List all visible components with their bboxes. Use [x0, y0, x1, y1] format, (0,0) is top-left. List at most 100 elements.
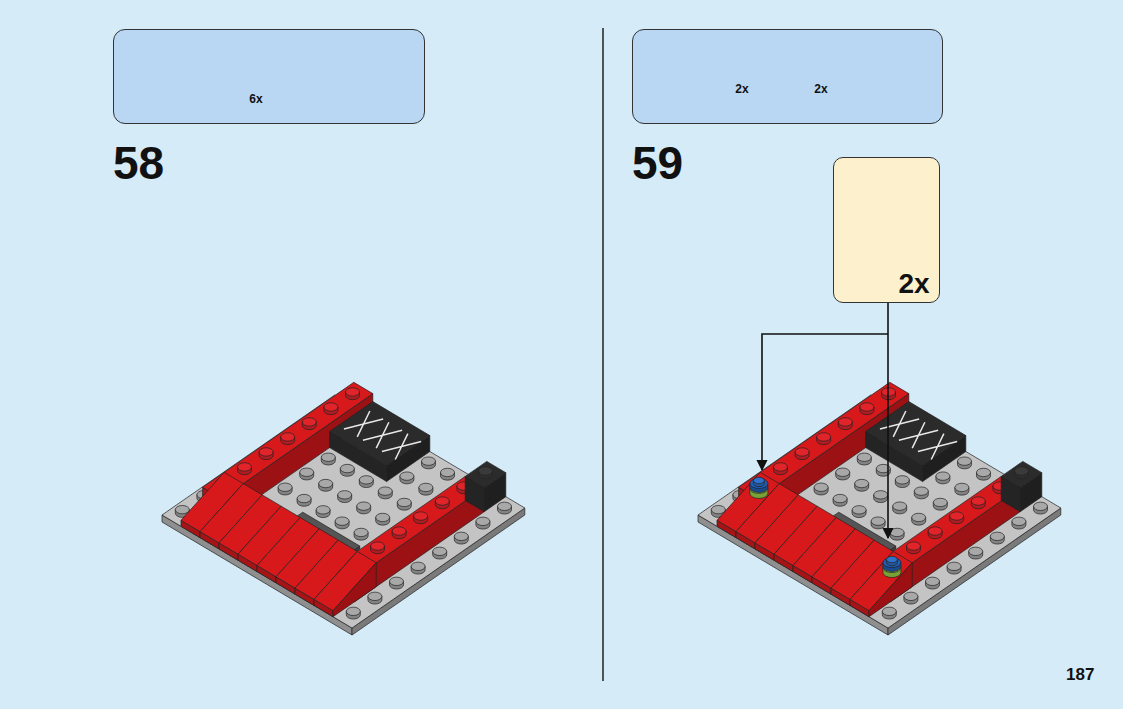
stud [479, 467, 493, 475]
stud [711, 505, 725, 513]
base-plate [698, 395, 1061, 628]
stud [855, 479, 869, 487]
stud [498, 502, 512, 510]
stud [885, 557, 899, 565]
round-plate [753, 477, 764, 483]
stud [422, 457, 436, 465]
stud [857, 453, 871, 461]
grille-detail [918, 434, 957, 460]
base-plate [162, 395, 525, 628]
stud [990, 532, 1004, 540]
grille-detail [880, 411, 919, 437]
stud [338, 491, 352, 499]
stud [238, 463, 252, 471]
stud [414, 512, 428, 520]
grille [330, 402, 430, 466]
stud [774, 463, 788, 471]
stud [359, 476, 373, 484]
stud [977, 468, 991, 476]
stud [817, 433, 831, 441]
stud [435, 497, 449, 505]
part-quantity: 2x [814, 83, 827, 95]
stud [1012, 517, 1026, 525]
stud [836, 468, 850, 476]
stud [950, 512, 964, 520]
stud [281, 433, 295, 441]
stud [335, 517, 349, 525]
stud [852, 506, 866, 514]
stud [297, 494, 311, 502]
stud [319, 479, 333, 487]
page-number: 187 [1066, 666, 1094, 683]
stud [411, 562, 425, 570]
grille-detail [363, 422, 402, 448]
stud [259, 448, 273, 456]
stud [340, 464, 354, 472]
stud [928, 527, 942, 535]
stud [397, 498, 411, 506]
part-quantity: 6x [249, 93, 262, 105]
callout-box: 2x [833, 157, 940, 303]
stud [936, 472, 950, 480]
stud [357, 502, 371, 510]
model [698, 382, 1061, 635]
stud [838, 418, 852, 426]
stud [890, 528, 904, 536]
stud [795, 448, 809, 456]
stud [971, 497, 985, 505]
divider-line [602, 28, 604, 681]
grille-detail [899, 422, 938, 448]
stud [882, 607, 896, 615]
stud [860, 403, 874, 411]
part-quantity: 2x [735, 83, 748, 95]
stud [419, 483, 433, 491]
stud [874, 491, 888, 499]
stud [378, 487, 392, 495]
red-brick [872, 476, 1021, 577]
stud [904, 592, 918, 600]
step-number: 58 [113, 140, 164, 186]
leader-line [887, 302, 889, 538]
stud [454, 532, 468, 540]
stud [321, 453, 335, 461]
stud [907, 542, 921, 550]
stud [433, 547, 447, 555]
stud [390, 577, 404, 585]
stud [958, 457, 972, 465]
stud [392, 527, 406, 535]
stud [947, 562, 961, 570]
stud [912, 513, 926, 521]
stud [278, 483, 292, 491]
stud [1015, 467, 1029, 475]
stud [316, 506, 330, 514]
stud [400, 472, 414, 480]
roof-tile [869, 563, 912, 617]
stud [926, 577, 940, 585]
stud [1034, 502, 1048, 510]
stud [371, 542, 385, 550]
stud [814, 483, 828, 491]
stud [441, 468, 455, 476]
stud [346, 388, 360, 396]
stud [871, 517, 885, 525]
stud [895, 476, 909, 484]
stud [833, 494, 847, 502]
stud [346, 607, 360, 615]
stud [354, 528, 368, 536]
stud [376, 513, 390, 521]
stud [893, 502, 907, 510]
black-brick [465, 461, 506, 487]
quantity-callout: 2x [898, 270, 929, 298]
stud [368, 592, 382, 600]
leader-line [762, 334, 888, 470]
stud [300, 468, 314, 476]
stud [914, 487, 928, 495]
roof-tile [333, 563, 376, 617]
round-plate [886, 556, 897, 562]
stud [933, 498, 947, 506]
step-number: 59 [632, 140, 683, 186]
parts-list-box: 2x 2x [632, 29, 943, 124]
grille-detail [382, 434, 421, 460]
stud [969, 547, 983, 555]
stud [302, 418, 316, 426]
